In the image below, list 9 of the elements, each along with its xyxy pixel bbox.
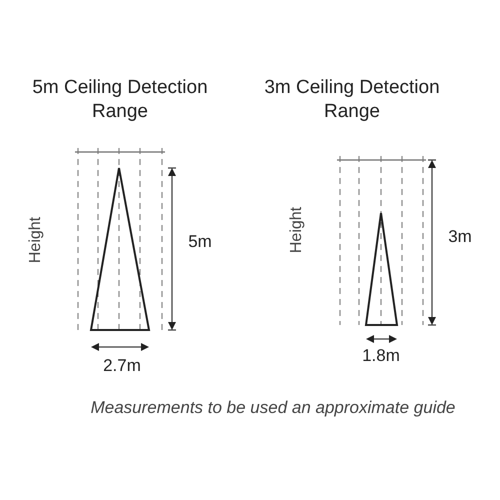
- dimension-label: 5m: [188, 232, 212, 252]
- axis-label: Height: [27, 216, 45, 264]
- axis-label: Height: [288, 206, 306, 254]
- dimension-label: 2.7m: [103, 356, 141, 376]
- dimension-label: 3m: [448, 227, 472, 247]
- panel-heading: 3m Ceiling Detection Range: [263, 76, 441, 124]
- caption: Measurements to be used an approximate guide: [90, 398, 456, 418]
- panel-heading: 5m Ceiling Detection Range: [31, 76, 209, 124]
- dimension-label: 1.8m: [362, 346, 400, 366]
